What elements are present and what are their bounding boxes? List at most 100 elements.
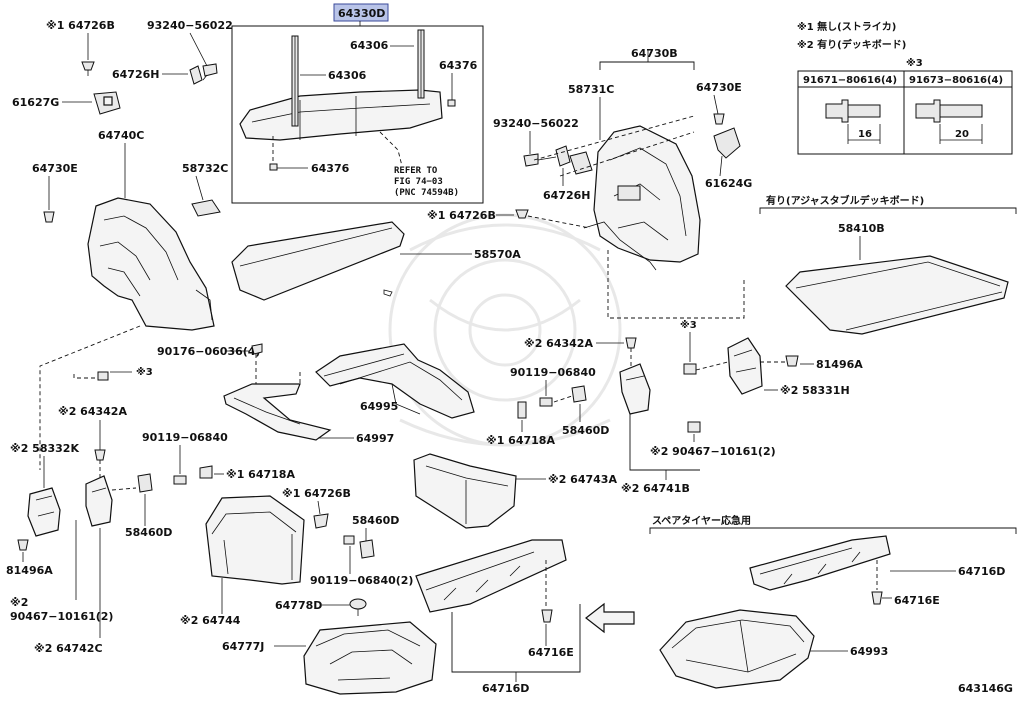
label-64726B-2: ※1 64726B xyxy=(427,209,496,222)
bracket-61627G[interactable] xyxy=(93,91,121,115)
label-58460D-1: 58460D xyxy=(562,424,609,437)
label-58331H: ※2 58331H xyxy=(780,384,850,397)
bracket-64742C[interactable] xyxy=(85,475,113,527)
label-61624G: 61624G xyxy=(705,177,752,190)
clip-58460D-right[interactable] xyxy=(571,385,587,403)
scuff-plate-64716D-spare[interactable] xyxy=(749,535,891,591)
clip-64342A-right[interactable] xyxy=(625,337,637,349)
stud-91673: 20 xyxy=(915,99,983,144)
bracket-64741B[interactable] xyxy=(619,363,651,415)
tool-tray-64777J[interactable] xyxy=(303,621,437,695)
striker-58331H[interactable] xyxy=(727,337,763,395)
label-64726B-1: ※1 64726B xyxy=(46,19,115,32)
clip-64718A-right[interactable] xyxy=(517,401,527,419)
label-64741B: ※2 64741B xyxy=(621,482,690,495)
label-64330D[interactable]: 64330D xyxy=(338,7,385,20)
striker-58332K[interactable] xyxy=(27,487,61,537)
bracket-61624G[interactable] xyxy=(713,127,741,159)
clip-58460D-left[interactable] xyxy=(137,473,153,493)
side-trim-64730B[interactable] xyxy=(583,125,701,271)
clip-64376-right[interactable] xyxy=(447,99,456,107)
label-90176: 90176−06036(4) xyxy=(157,345,260,358)
label-64718A-1: ※1 64718A xyxy=(486,434,555,447)
clip-81496A-right[interactable] xyxy=(785,355,799,367)
label-64742C: ※2 64742C xyxy=(34,642,103,655)
note-1: ※1 無し(ストライカ) xyxy=(797,20,896,33)
tray-64995[interactable] xyxy=(315,343,475,419)
label-58570A: 58570A xyxy=(474,248,521,261)
adjustable-deck-board-58410B[interactable] xyxy=(785,255,1009,335)
support-rod-64306-left[interactable] xyxy=(291,35,299,127)
label-64743A: ※2 64743A xyxy=(548,473,617,486)
spec-table: 91671−80616(4) 91673−80616(4) 16 20 xyxy=(797,70,1013,155)
section-adjustable-title: 有り(アジャスタブルデッキボード) xyxy=(766,194,924,207)
label-64730E-2: 64730E xyxy=(696,81,742,94)
scuff-plate-64716D-lower[interactable] xyxy=(415,539,567,613)
label-64716E-2: 64716E xyxy=(894,594,940,607)
clip-90176[interactable] xyxy=(251,343,263,355)
screw-3-right[interactable] xyxy=(683,363,697,375)
storage-bucket-64744[interactable] xyxy=(205,495,305,585)
label-90119-c: 90119−06840(2) xyxy=(310,574,413,587)
label-64995: 64995 xyxy=(360,400,398,413)
clip-64726H-right[interactable] xyxy=(555,145,571,167)
label-64716E-1: 64716E xyxy=(528,646,574,659)
fastener-64730E-right[interactable] xyxy=(713,113,725,125)
screw-90119-right[interactable] xyxy=(539,397,553,407)
label-64716D-2: 64716D xyxy=(482,682,529,695)
label-64726H-1: 64726H xyxy=(112,68,159,81)
clip-81496A-left[interactable] xyxy=(17,539,29,551)
label-64744: ※2 64744 xyxy=(180,614,241,627)
clip-64718A-left[interactable] xyxy=(199,465,213,479)
label-58460D-3: 58460D xyxy=(352,514,399,527)
spare-tire-tray-64993[interactable] xyxy=(659,609,815,689)
support-rod-64306-right[interactable] xyxy=(417,29,425,99)
label-81496A-2: 81496A xyxy=(6,564,53,577)
label-64376-b: 64376 xyxy=(311,162,350,175)
spec-col-1: 91671−80616(4) xyxy=(803,75,897,86)
label-64778D: 64778D xyxy=(275,599,322,612)
tray-frame-64997[interactable] xyxy=(223,383,332,441)
highlighted-part-badge[interactable] xyxy=(333,3,389,22)
clip-64726B-lower[interactable] xyxy=(313,513,329,529)
stud-91671: 16 xyxy=(825,99,881,144)
spec-col-2: 91673−80616(4) xyxy=(909,75,1003,86)
screw-3-left[interactable] xyxy=(97,371,109,381)
clip-64726B-middle[interactable] xyxy=(515,209,529,219)
label-58460D-2: 58460D xyxy=(125,526,172,539)
clip-64376-left[interactable] xyxy=(269,163,278,171)
pad-58731C[interactable] xyxy=(569,151,593,175)
label-64342A-1: ※2 64342A xyxy=(524,337,593,350)
label-81496A-1: 81496A xyxy=(816,358,863,371)
bolt-93240-right[interactable] xyxy=(523,153,557,167)
label-58410B: 58410B xyxy=(838,222,885,235)
screw-90119-left[interactable] xyxy=(173,475,187,485)
refer-line-1: REFER TO xyxy=(394,166,438,176)
refer-line-3: (PNC 74594B) xyxy=(394,188,459,198)
clip-64726H-top-left[interactable] xyxy=(189,65,203,85)
deck-board-58570A[interactable] xyxy=(231,221,405,301)
cap-64778D[interactable] xyxy=(349,598,367,616)
label-90467b-marker: ※2 xyxy=(10,596,28,609)
spec-length-1: 16 xyxy=(858,129,872,140)
clip-64726B-top-left[interactable] xyxy=(81,61,95,76)
clip-64716E-lower[interactable] xyxy=(541,609,553,623)
clip-64342A-left[interactable] xyxy=(94,449,106,461)
label-64740C: 64740C xyxy=(98,129,144,142)
clip-58460D-lower[interactable] xyxy=(359,539,375,559)
clip-64716E-spare[interactable] xyxy=(871,591,883,605)
label-64993: 64993 xyxy=(850,645,888,658)
bolt-93240-top-left[interactable] xyxy=(202,63,218,81)
fastener-64730E-left[interactable] xyxy=(43,211,55,223)
label-64306-a: 64306 xyxy=(350,39,389,52)
tonneau-cover-assembly[interactable] xyxy=(239,89,443,141)
direction-arrow xyxy=(585,602,635,634)
label-93240-a: 93240−56022 xyxy=(147,19,233,32)
screw-90119-lower[interactable] xyxy=(343,535,355,545)
label-64777J: 64777J xyxy=(222,640,264,653)
storage-box-64743A[interactable] xyxy=(413,453,517,529)
side-trim-64740C[interactable] xyxy=(87,197,215,331)
pad-58732C[interactable] xyxy=(191,199,221,217)
screw-90467-right[interactable] xyxy=(687,421,701,433)
